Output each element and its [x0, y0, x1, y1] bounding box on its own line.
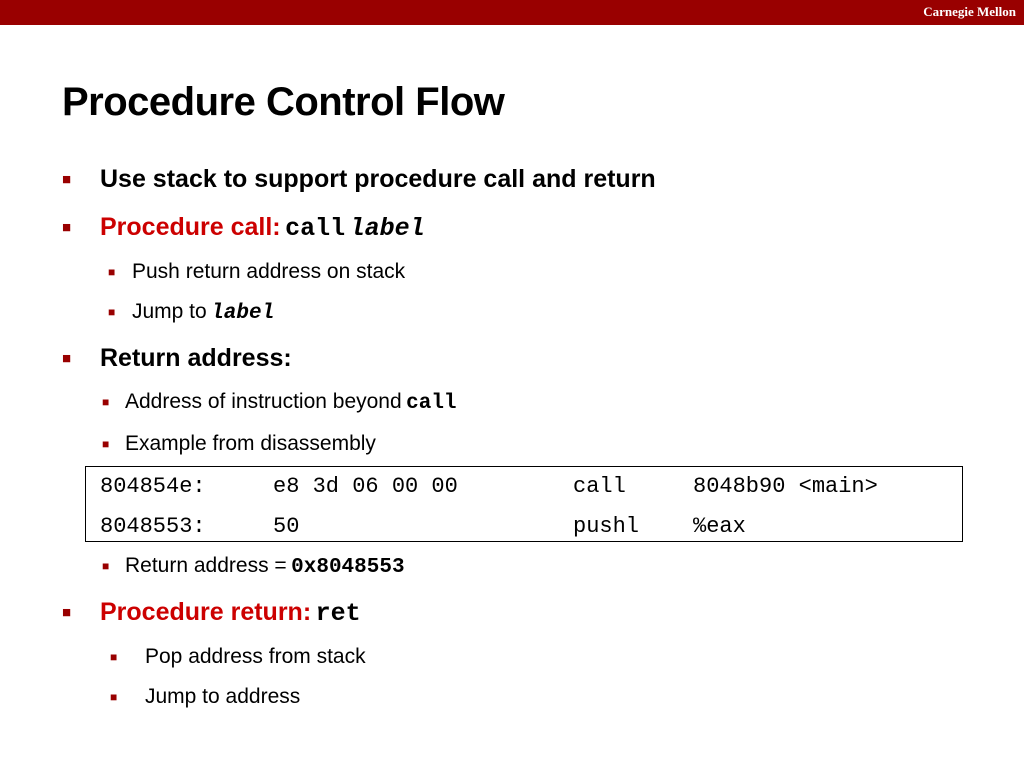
- square-bullet-icon: ■: [108, 305, 116, 319]
- code-label: label: [211, 302, 275, 325]
- square-bullet-icon: ■: [62, 171, 72, 188]
- disasm-address: 8048553:: [100, 514, 206, 539]
- brand-label: Carnegie Mellon: [923, 4, 1016, 19]
- bullet-procedure-call: ■ Procedure call: call label: [0, 213, 1024, 245]
- code-label: label: [349, 214, 425, 243]
- sub-bullet-return-address-value: ■ Return address = 0x8048553: [0, 554, 1024, 580]
- square-bullet-icon: ■: [62, 604, 72, 621]
- sub-bullet-jump-to-address: ■ Jump to address: [0, 685, 1024, 711]
- sub-bullet-text: Address of instruction beyond: [125, 390, 402, 413]
- square-bullet-icon: ■: [62, 219, 72, 236]
- sub-bullet-jump-to-label: ■ Jump to label: [0, 300, 1024, 326]
- sub-bullet-text: Jump to: [132, 300, 207, 323]
- operand-prefix: %: [693, 514, 707, 539]
- bullet-return-address: ■ Return address:: [0, 344, 1024, 376]
- sub-bullet-text: Pop address from stack: [145, 645, 366, 668]
- disasm-bytes: 50: [273, 514, 300, 539]
- operand-register: eax: [706, 514, 746, 539]
- header-bar: Carnegie Mellon: [0, 0, 1024, 25]
- square-bullet-icon: ■: [62, 350, 72, 367]
- code-call: call: [285, 214, 346, 243]
- sub-bullet-address-beyond-call: ■ Address of instruction beyond call: [0, 390, 1024, 416]
- disassembly-box: 804854e: e8 3d 06 00 00 call 8048b90 <ma…: [85, 466, 963, 542]
- code-call: call: [406, 392, 457, 415]
- sub-bullet-text: Push return address on stack: [132, 260, 406, 283]
- disasm-op: pushl: [573, 514, 640, 539]
- slide-title: Procedure Control Flow: [62, 80, 505, 124]
- sub-bullet-pop-address: ■ Pop address from stack: [0, 645, 1024, 671]
- sub-bullet-text: Example from disassembly: [125, 432, 376, 455]
- code-ret: ret: [315, 599, 361, 628]
- square-bullet-icon: ■: [102, 395, 110, 409]
- bullet-text: Return address:: [100, 344, 292, 372]
- bullet-label: Procedure call:: [100, 213, 281, 241]
- disasm-bytes: e8 3d 06 00 00: [273, 474, 458, 499]
- sub-bullet-text: Return address =: [125, 554, 287, 577]
- square-bullet-icon: ■: [108, 265, 116, 279]
- bullet-label: Procedure return:: [100, 598, 312, 626]
- disasm-op: call: [573, 474, 626, 499]
- sub-bullet-push-return: ■ Push return address on stack: [0, 260, 1024, 286]
- disasm-operand: 8048b90 <main>: [693, 474, 878, 499]
- bullet-procedure-return: ■ Procedure return: ret: [0, 598, 1024, 630]
- sub-bullet-example-disassembly: ■ Example from disassembly: [0, 432, 1024, 458]
- bullet-use-stack: ■ Use stack to support procedure call an…: [0, 165, 1024, 197]
- square-bullet-icon: ■: [102, 437, 110, 451]
- sub-bullet-text: Jump to address: [145, 685, 301, 708]
- square-bullet-icon: ■: [110, 650, 118, 664]
- disasm-operand: %eax: [693, 514, 746, 539]
- disasm-address: 804854e:: [100, 474, 206, 499]
- bullet-text: Use stack to support procedure call and …: [100, 165, 656, 193]
- code-address: 0x8048553: [291, 556, 405, 579]
- square-bullet-icon: ■: [110, 690, 118, 704]
- square-bullet-icon: ■: [102, 559, 110, 573]
